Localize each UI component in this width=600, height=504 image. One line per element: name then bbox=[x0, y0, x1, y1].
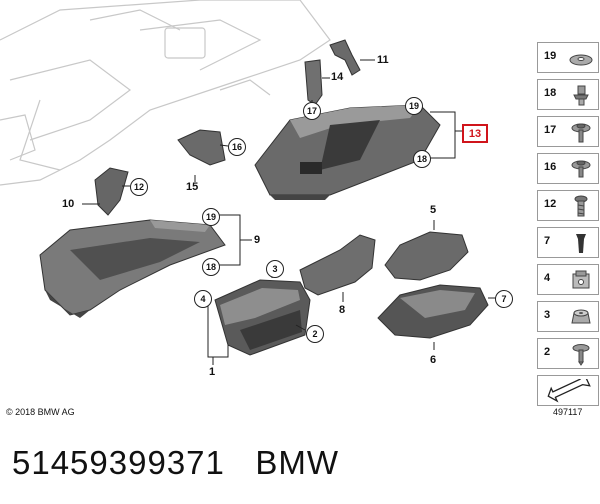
callout-2: 2 bbox=[306, 325, 324, 343]
screw-washer-icon bbox=[571, 160, 591, 178]
legend-row-12[interactable]: 12 bbox=[537, 190, 599, 221]
part-14-bracket bbox=[304, 59, 323, 106]
callout-19-top: 19 bbox=[405, 97, 423, 115]
callout-16: 16 bbox=[228, 138, 246, 156]
fastener-legend: 19 18 17 16 bbox=[537, 42, 599, 406]
legend-row-2[interactable]: 2 bbox=[537, 338, 599, 369]
callout-3: 3 bbox=[266, 260, 284, 278]
part-8-trim bbox=[299, 234, 376, 296]
callout-17: 17 bbox=[303, 102, 321, 120]
callout-1: 1 bbox=[209, 366, 216, 378]
legend-row-16[interactable]: 16 bbox=[537, 153, 599, 184]
legend-row-3[interactable]: 3 bbox=[537, 301, 599, 332]
part-number: 51459399371 bbox=[12, 444, 225, 481]
callout-5: 5 bbox=[430, 204, 437, 216]
diagram-drawing bbox=[0, 0, 496, 365]
callout-9: 9 bbox=[254, 234, 261, 246]
arrow-icon bbox=[547, 379, 591, 403]
part-1-lid bbox=[214, 279, 311, 356]
part-13-carrier bbox=[254, 104, 441, 200]
callout-7: 7 bbox=[495, 290, 513, 308]
dashboard-outline bbox=[0, 0, 331, 186]
plastic-nut-icon bbox=[571, 309, 591, 324]
callout-18-mid: 18 bbox=[202, 258, 220, 276]
callout-10: 10 bbox=[62, 198, 75, 210]
legend-row-19[interactable]: 19 bbox=[537, 42, 599, 73]
copyright-text: © 2018 BMW AG bbox=[6, 407, 75, 417]
callout-6: 6 bbox=[430, 354, 437, 366]
callout-12: 12 bbox=[130, 178, 148, 196]
brand-name: BMW bbox=[255, 444, 340, 481]
washer-icon bbox=[569, 54, 593, 66]
screw-icon bbox=[574, 195, 588, 217]
legend-row-18[interactable]: 18 bbox=[537, 79, 599, 110]
callout-13-highlight: 13 bbox=[462, 124, 488, 143]
callout-19-mid: 19 bbox=[202, 208, 220, 226]
tapping-screw-icon bbox=[572, 344, 590, 366]
screw-washer-icon bbox=[571, 123, 591, 143]
callout-15: 15 bbox=[186, 181, 199, 193]
spring-nut-icon bbox=[572, 270, 590, 289]
part-5-shroud bbox=[384, 231, 469, 281]
diagram-reference-number: 497117 bbox=[553, 407, 583, 417]
legend-row-4[interactable]: 4 bbox=[537, 264, 599, 295]
legend-arrow-box[interactable] bbox=[537, 375, 599, 406]
clip-icon bbox=[573, 85, 589, 106]
callout-14: 14 bbox=[331, 71, 344, 83]
callout-18-top: 18 bbox=[413, 150, 431, 168]
parts-diagram: 11 14 17 19 18 13 16 15 12 10 19 9 18 3 … bbox=[0, 0, 599, 417]
callout-8: 8 bbox=[339, 304, 346, 316]
part-caption: 51459399371 BMW bbox=[12, 444, 339, 482]
leader-lines bbox=[82, 59, 496, 365]
part-15-bracket bbox=[177, 129, 226, 166]
legend-row-17[interactable]: 17 bbox=[537, 116, 599, 147]
part-10-bracket bbox=[94, 167, 129, 216]
part-11-bracket bbox=[329, 39, 361, 76]
legend-row-7[interactable]: 7 bbox=[537, 227, 599, 258]
part-9-frame bbox=[39, 219, 226, 318]
callout-4: 4 bbox=[194, 290, 212, 308]
expanding-rivet-icon bbox=[576, 234, 586, 253]
callout-11: 11 bbox=[377, 54, 389, 66]
part-6-shroud bbox=[377, 284, 489, 339]
